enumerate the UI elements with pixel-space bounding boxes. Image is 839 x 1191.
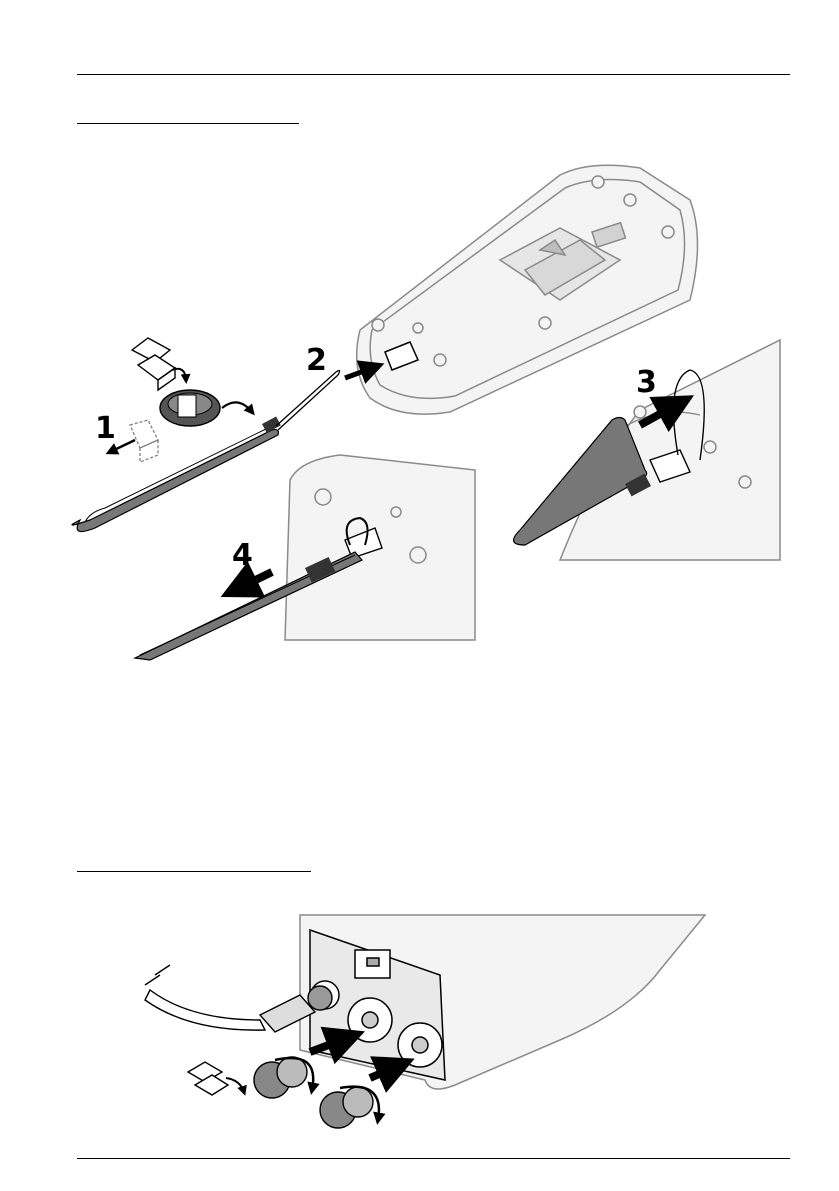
footer-rule	[77, 1158, 790, 1159]
instrument-connector-panel-illustration	[300, 915, 705, 1089]
protective-cap-icon	[254, 1057, 373, 1128]
cap-package-icon	[188, 1062, 228, 1095]
